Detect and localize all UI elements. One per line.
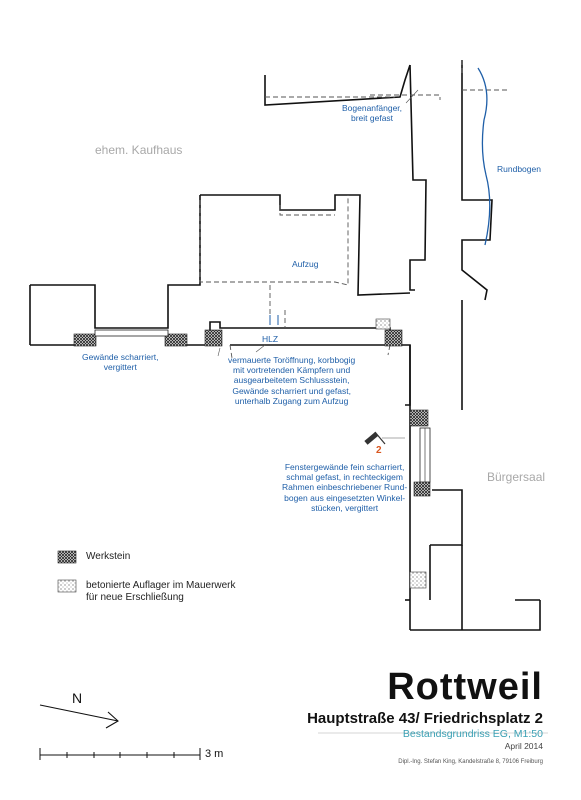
scale-bar bbox=[39, 748, 201, 760]
annotation-line: breit gefast bbox=[350, 113, 394, 124]
leader-lines bbox=[217, 89, 419, 439]
annotation-bogenanfaenger: Bogenanfänger, breit gefast bbox=[342, 103, 402, 123]
drawing-date: April 2014 bbox=[504, 741, 543, 751]
annotation-line: stücken, vergittert bbox=[311, 502, 379, 513]
dashed-lines bbox=[199, 60, 510, 421]
stonework bbox=[73, 318, 431, 589]
rundbogen-bracket bbox=[477, 67, 491, 246]
annotation-line: unterhalb Zugang zum Aufzug bbox=[234, 395, 349, 406]
legend-line: betonierte Auflager im Mauerwerk bbox=[86, 580, 236, 591]
annotation-line: Fenstergewände fein scharriert, bbox=[284, 462, 405, 472]
hlz-marker bbox=[269, 315, 279, 325]
annotation-line: Rahmen einbeschriebener Rund- bbox=[282, 482, 408, 493]
annotation-line: Gewände scharriert und gefast, bbox=[232, 385, 351, 396]
annotation-toroeffnung: vermauerte Toröffnung, korbbogig mit vor… bbox=[228, 355, 355, 406]
legend-swatches bbox=[57, 550, 77, 593]
section-marker-number: 2 bbox=[376, 445, 382, 456]
annotation-fenstergewaende: Fenstergewände fein scharriert, schmal g… bbox=[282, 462, 407, 513]
room-label-buergersaal: Bürgersaal bbox=[487, 470, 546, 484]
legend-line: für neue Erschließung bbox=[86, 592, 184, 603]
north-arrow-label: N bbox=[72, 690, 83, 706]
annotation-hlz: HLZ bbox=[262, 334, 279, 344]
legend-betoniert: betonierte Auflager im Mauerwerk für neu… bbox=[86, 580, 236, 604]
annotation-line: Bogenanfänger, bbox=[342, 103, 403, 113]
annotation-line: bogen aus eingesetzten Winkel- bbox=[284, 492, 406, 503]
page-title: Rottweil bbox=[387, 666, 543, 708]
section-marker-2 bbox=[364, 431, 386, 445]
annotation-gewaende: Gewände scharriert, vergittert bbox=[82, 352, 159, 372]
room-label-ehem-kaufhaus: ehem. Kaufhaus bbox=[95, 143, 183, 157]
annotation-line: vermauerte Toröffnung, korbbogig bbox=[228, 355, 356, 365]
annotation-line: Gewände scharriert, bbox=[82, 352, 159, 362]
scale-bar-label: 3 m bbox=[205, 748, 224, 760]
address-subtitle: Hauptstraße 43/ Friedrichsplatz 2 bbox=[307, 710, 543, 727]
annotation-rundbogen: Rundbogen bbox=[497, 164, 541, 174]
annotation-line: vergittert bbox=[103, 362, 137, 373]
annotation-aufzug: Aufzug bbox=[292, 259, 319, 269]
legend-werkstein: Werkstein bbox=[86, 551, 131, 562]
annotation-line: mit vortretenden Kämpfern und bbox=[233, 365, 351, 376]
drawing-type: Bestandsgrundriss EG, M1:50 bbox=[402, 728, 543, 740]
annotation-line: schmal gefast, in rechteckigem bbox=[286, 472, 403, 483]
author-credit: Dipl.-Ing. Stefan King, Kandelstraße 8, … bbox=[398, 759, 543, 765]
north-arrow bbox=[39, 704, 119, 729]
title-block: Rottweil Hauptstraße 43/ Friedrichsplatz… bbox=[307, 668, 543, 765]
annotation-line: ausgearbeitetem Schlussstein, bbox=[233, 375, 350, 386]
